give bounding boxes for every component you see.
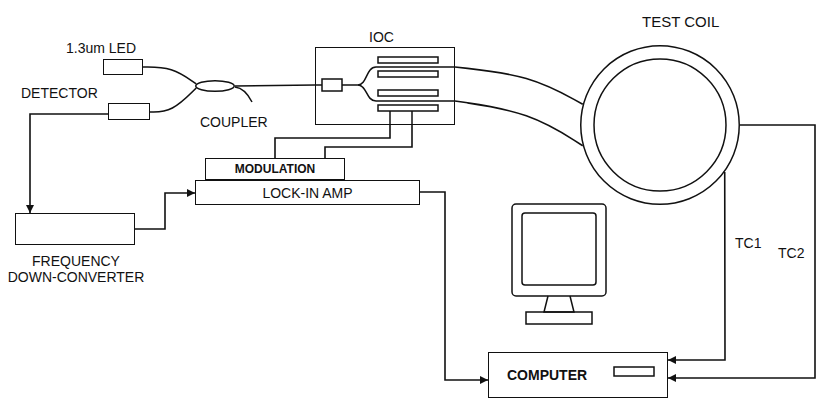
coupler-outline <box>196 81 235 92</box>
thermocouple-wire <box>668 172 725 360</box>
signal-arrow <box>420 192 488 380</box>
fiber-link <box>235 85 315 86</box>
coil-outer <box>581 46 740 205</box>
electrode <box>378 57 438 63</box>
modulation-wire <box>325 125 412 158</box>
computer-box: COMPUTER <box>488 352 668 398</box>
fiber-link <box>455 101 583 146</box>
electrode-lead <box>411 111 413 125</box>
coil-outline <box>580 45 740 205</box>
fiber-link <box>143 67 196 84</box>
fiber-link <box>455 67 583 104</box>
monitor-stand <box>544 296 574 312</box>
ioc-chip: IOC <box>315 47 455 125</box>
modulation-box: MODULATION <box>205 158 345 180</box>
electrode <box>378 105 438 111</box>
node-label: TEST COIL <box>642 14 719 30</box>
coil-inner <box>594 59 726 191</box>
electrode <box>378 90 438 96</box>
fiber-link <box>150 88 196 112</box>
source-box: 1.3um LED <box>103 59 143 75</box>
node-label: FREQUENCY DOWN-CONVERTER <box>6 253 146 285</box>
electrode-lead <box>389 111 391 125</box>
drive-slot <box>614 367 654 376</box>
modulation-wire <box>275 125 390 158</box>
signal-name: TC2 <box>776 245 806 261</box>
signal-arrow <box>135 193 195 229</box>
node-label: LOCK-IN AMP <box>262 185 352 201</box>
node-label: 1.3um LED <box>66 40 136 56</box>
fiber-stub <box>235 87 252 102</box>
node-label: COMPUTER <box>507 367 587 383</box>
coupler-outline <box>195 80 235 92</box>
node-label: IOC <box>369 29 394 45</box>
electrode <box>378 71 438 77</box>
polarizer-symbol <box>322 79 342 91</box>
waveguide <box>315 84 322 86</box>
lockin-box: LOCK-IN AMP <box>195 180 420 205</box>
waveguide <box>342 67 455 85</box>
thermocouple-wire <box>668 125 815 378</box>
detector-box: DETECTOR <box>108 103 150 120</box>
monitor-symbol <box>512 204 606 296</box>
signal-name: TC1 <box>733 235 763 251</box>
signal-arrow <box>30 114 108 213</box>
waveguide <box>358 85 455 101</box>
converter-box: FREQUENCY DOWN-CONVERTER <box>15 213 135 245</box>
node-label: COUPLER <box>200 114 268 130</box>
monitor-base <box>526 312 592 324</box>
fiber-coil: TEST COIL <box>580 45 740 205</box>
node-label: MODULATION <box>235 161 315 177</box>
fiber-coupler: COUPLER <box>195 80 235 92</box>
monitor-screen <box>522 213 596 285</box>
node-label: DETECTOR <box>21 85 98 101</box>
